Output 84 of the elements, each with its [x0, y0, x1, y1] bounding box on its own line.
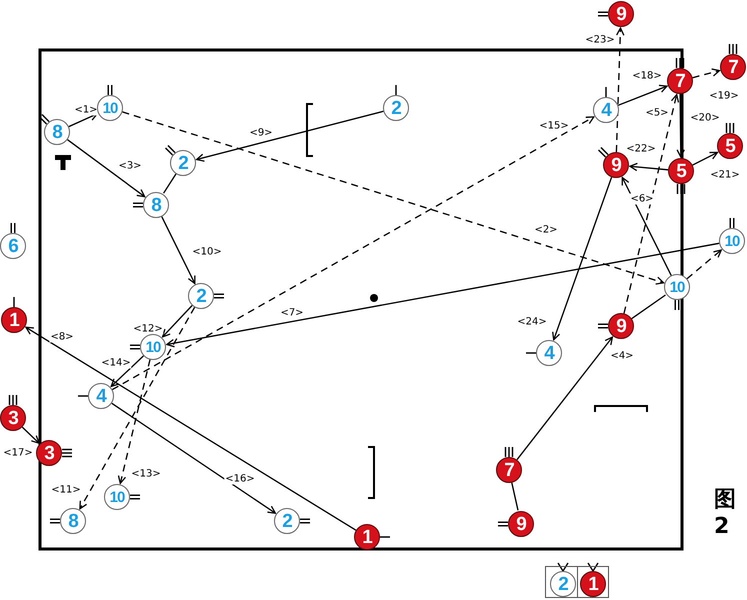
edge-label: <22>	[625, 144, 657, 154]
arrow	[692, 68, 720, 78]
player-marker: 2	[170, 150, 196, 176]
edge-label: <23>	[584, 34, 616, 46]
player-marker: 4	[593, 97, 619, 123]
edge-label: <15>	[538, 120, 570, 132]
player-marker: 8	[143, 192, 169, 218]
edge-label: <9>	[248, 128, 274, 138]
player-marker: 7	[720, 54, 746, 80]
player-marker: 10	[140, 334, 166, 360]
pass-line	[511, 482, 519, 510]
edge-label: <11>	[50, 484, 82, 496]
arrow	[686, 249, 722, 280]
edge-label: <14>	[100, 358, 132, 368]
arrow	[196, 110, 384, 162]
edge-label: <19>	[708, 90, 740, 102]
edge-label: <2>	[533, 224, 559, 236]
edge-label: <10>	[191, 246, 223, 258]
arrow	[161, 216, 196, 284]
edge-label: <24>	[516, 316, 548, 328]
player-marker: 5	[717, 133, 743, 159]
arrow	[122, 111, 664, 285]
arrow	[67, 139, 146, 198]
edge-label: <17>	[2, 448, 34, 458]
arrow	[676, 94, 685, 158]
player-marker: 5	[668, 158, 694, 184]
figure-caption: 图2	[714, 486, 736, 539]
edge-label: <3>	[117, 160, 143, 172]
player-marker: 6	[0, 233, 26, 259]
player-marker: 9	[603, 152, 629, 178]
arrow	[112, 116, 594, 390]
pass-line	[631, 294, 666, 320]
edge-label: <8>	[49, 332, 75, 342]
arrow	[22, 426, 40, 444]
arrow	[516, 336, 614, 460]
player-marker: 4	[88, 383, 114, 409]
arrow	[118, 359, 151, 484]
player-marker: 10	[97, 95, 123, 121]
arrow	[25, 326, 356, 531]
arrow	[79, 306, 196, 510]
edge-label: <6>	[629, 194, 655, 204]
arrow	[166, 242, 720, 348]
player-marker: 1	[580, 571, 606, 597]
player-marker: 9	[608, 1, 634, 27]
player-marker: 2	[188, 283, 214, 309]
edge-label: <18>	[631, 70, 663, 82]
player-marker: 10	[104, 484, 130, 510]
player-marker: 8	[60, 508, 86, 534]
edge-label: <5>	[644, 108, 670, 118]
edge-label: <12>	[132, 324, 164, 334]
arrow	[616, 27, 624, 152]
edge-label: <16>	[224, 474, 256, 484]
arrow	[162, 305, 193, 338]
edge-label: <21>	[709, 170, 741, 180]
player-marker: 8	[44, 119, 70, 145]
player-marker: 2	[383, 95, 409, 121]
player-marker: 9	[608, 313, 634, 339]
arrow	[110, 355, 144, 388]
arrow	[552, 176, 612, 340]
player-marker: 2	[274, 508, 300, 534]
arrow	[111, 402, 276, 514]
arrow	[618, 84, 668, 106]
player-marker: 7	[496, 457, 522, 483]
edge-label: <20>	[689, 112, 721, 124]
arrow	[623, 94, 680, 314]
player-marker: 1	[1, 307, 27, 333]
player-marker: 4	[536, 340, 562, 366]
player-marker: 1	[354, 524, 380, 550]
edge-label: <4>	[609, 350, 635, 362]
player-marker: 7	[667, 68, 693, 94]
arrow	[622, 176, 672, 276]
player-marker: 10	[664, 274, 690, 300]
edge-label: <13>	[130, 468, 162, 480]
player-marker: 9	[508, 511, 534, 537]
edge-label: <7>	[279, 308, 305, 318]
edge-label: <1>	[73, 104, 99, 116]
player-marker: 2	[550, 571, 576, 597]
player-marker: 3	[0, 405, 26, 431]
arrow	[692, 152, 718, 166]
player-marker: 3	[36, 440, 62, 466]
arrow	[629, 162, 668, 172]
player-marker: 10	[719, 228, 745, 254]
legend-box	[545, 566, 609, 598]
pass-line	[163, 174, 177, 194]
